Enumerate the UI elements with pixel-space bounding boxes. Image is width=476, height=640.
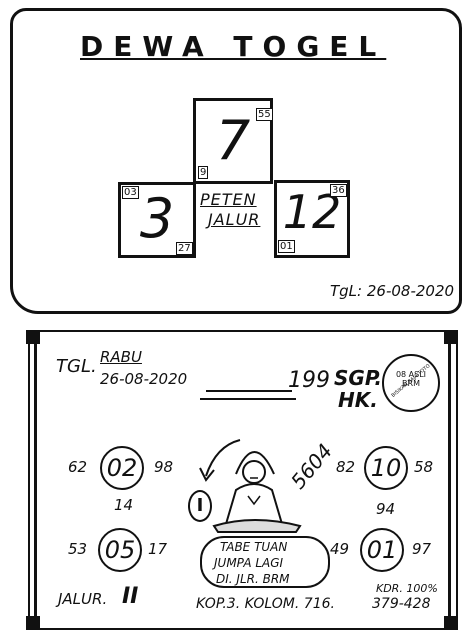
circle-number: 01 [360,528,404,572]
speech-line-2: JUMPA LAGI [214,556,284,570]
circle-left-number: 62 [68,458,88,476]
circle-right-number: 98 [154,458,174,476]
border-corner-tl [26,330,40,344]
card2-date: 26-08-2020 [100,370,188,388]
right-box-corner-tr: 36 [330,184,347,197]
arrow-icon [199,439,241,482]
hand-marker-oval: I [188,490,212,522]
top-card [10,8,462,314]
market-hk: HK. [338,388,378,412]
circle-number: 10 [364,446,408,490]
circle-right-number: 17 [148,540,168,558]
circle-below-number: 94 [376,500,396,518]
center-label-1: PETEN [200,190,257,209]
circle-number: 05 [98,528,142,572]
circle-right-number: 58 [414,458,434,476]
left-number: 3 [139,187,175,250]
top-box-corner-tr: 55 [256,108,273,121]
border-side-left [34,344,37,616]
jalur-value: II [122,584,139,609]
border-corner-tr [444,330,458,344]
kdr-text: KDR. 100% [376,582,438,595]
left-box-corner-br: 27 [176,242,193,255]
border-side-right [448,344,451,616]
card1-date: TgL: 26-08-2020 [330,282,455,300]
card-title: DEWA TOGEL [80,30,387,63]
tgl-label: TGL. [56,356,97,377]
hand-marker-text: I [196,495,204,516]
stamp-center: 08 ASLI BRM [395,370,427,388]
border-corner-br [444,616,458,630]
kdr-value: 379-428 [372,596,431,612]
jalur-label: JALUR. [58,590,108,608]
day-label: RABU [100,348,142,366]
market-sgp: SGP. [334,366,382,390]
speech-line-3: DI. JLR. BRM [216,572,290,586]
top-number: 7 [215,109,251,172]
circle-left-number: 53 [68,540,88,558]
left-box-corner-tl: 03 [122,186,139,199]
border-corner-bl [26,616,40,630]
circle-left-number: 82 [336,458,356,476]
circle-right-number: 97 [412,540,432,558]
bottom-card [28,330,458,630]
speech-cloud [200,536,330,588]
center-label-2: JALUR [208,210,261,229]
right-box-corner-bl: 01 [278,240,295,253]
circle-number: 02 [100,446,144,490]
top-box-corner-bl: 9 [198,166,209,179]
kop-text: KOP.3. KOLOM. 716. [196,596,335,612]
circle-left-number: 49 [330,540,350,558]
circle-below-number: 14 [114,496,134,514]
underline-2 [200,398,296,400]
stamp-seal: BISIKAN RAJA TOTO 08 ASLI BRM [382,354,440,412]
underline-1 [206,390,292,392]
center-number: 199 [288,368,330,393]
speech-line-1: TABE TUAN [220,540,288,554]
monk-illustration [212,451,302,533]
